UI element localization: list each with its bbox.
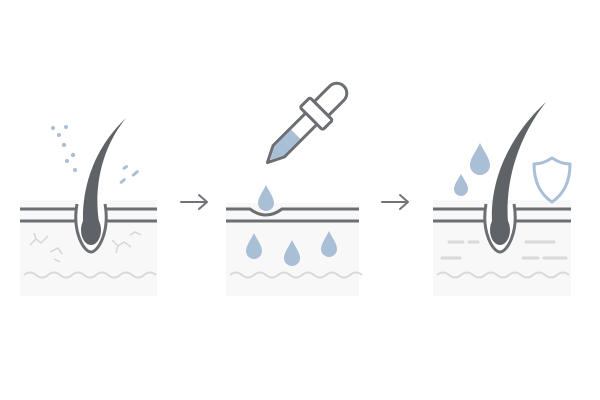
skin-texture-wave bbox=[229, 271, 363, 279]
water-drop-icon bbox=[246, 233, 262, 259]
arrow-right-icon bbox=[381, 194, 409, 210]
water-drop-icon bbox=[454, 174, 468, 196]
skin-texture-wave bbox=[23, 271, 157, 279]
panel-dry-skin bbox=[20, 118, 157, 296]
panel-hydrated-protected bbox=[433, 102, 572, 296]
water-drop-icon bbox=[321, 231, 337, 257]
shield-icon bbox=[532, 156, 572, 204]
panel-serum-application bbox=[226, 81, 363, 296]
water-drop-icon bbox=[258, 185, 274, 211]
dry-particles bbox=[51, 125, 139, 184]
arrow-right-icon bbox=[180, 194, 208, 210]
skin-texture-wave bbox=[436, 271, 570, 279]
water-drop-icon bbox=[284, 240, 300, 266]
skin-surface-line bbox=[226, 207, 359, 217]
dropper-icon bbox=[265, 81, 349, 165]
hair-follicle-icon bbox=[74, 118, 126, 254]
hair-follicle-icon bbox=[483, 102, 546, 254]
water-drop-icon bbox=[470, 143, 490, 175]
dry-cracks bbox=[29, 231, 142, 263]
smooth-texture bbox=[440, 240, 568, 260]
